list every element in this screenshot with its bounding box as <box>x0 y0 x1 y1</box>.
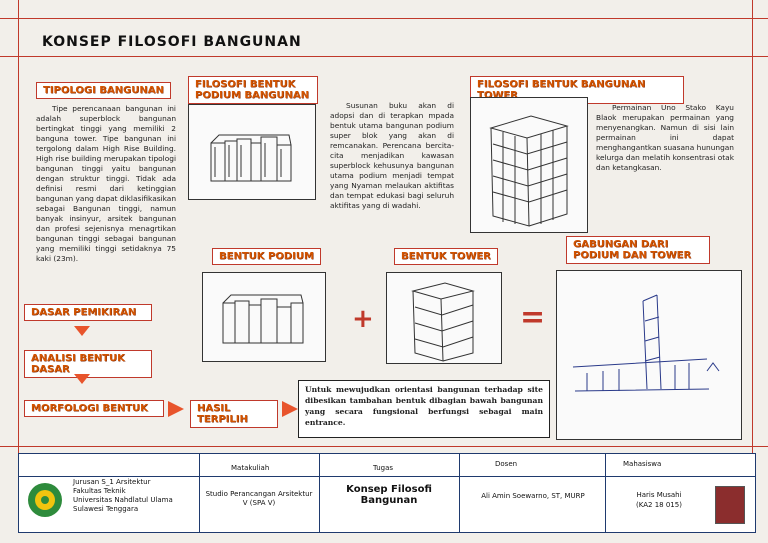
title-block: Jurusan S_1 Arsitektur Fakultas Teknik U… <box>18 453 756 533</box>
heading-dasar-pemikiran: DASAR PEMIKIRAN <box>24 304 152 321</box>
heading-bentuk-tower: BENTUK TOWER <box>394 248 498 265</box>
grid-line-left <box>18 0 19 460</box>
tower-form-photo <box>386 272 502 364</box>
footer-vline-1 <box>199 454 200 532</box>
matakuliah-value: Studio Perancangan Arsitektur V (SPA V) <box>205 490 313 507</box>
institution-line-3: Universitas Nahdlatul Ulama <box>73 496 173 504</box>
arrow-down-2-icon <box>74 374 90 384</box>
tower-sketch-photo <box>470 97 588 233</box>
institution-line-4: Sulawesi Tenggara <box>73 505 139 513</box>
tugas-value: Konsep Filosofi Bangunan <box>346 484 432 506</box>
heading-gabungan: GABUNGAN DARI PODIUM DAN TOWER <box>566 236 710 264</box>
tower-text: Permainan Uno Stako Kayu Blaok merupakan… <box>596 103 734 172</box>
tipologi-text: Tipe perencanaan bangunan ini adalah sup… <box>36 104 176 263</box>
mahasiswa-id: (KA2 18 015) <box>636 501 682 509</box>
heading-analisi: ANALISI BENTUK DASAR <box>24 350 152 378</box>
arrow-right-1-icon <box>168 401 184 417</box>
institution-block: Jurusan S_1 Arsitektur Fakultas Teknik U… <box>73 478 173 514</box>
grid-line-bottom <box>0 446 768 447</box>
heading-tipologi: TIPOLOGI BANGUNAN <box>36 82 171 99</box>
podium-sketch-photo <box>188 104 316 200</box>
footer-vline-4 <box>605 454 606 532</box>
plus-sign: + <box>352 304 374 334</box>
heading-bentuk-podium: BENTUK PODIUM <box>212 248 321 265</box>
podium-text: Susunan buku akan di adopsi dan di terap… <box>330 101 454 210</box>
arrow-right-2-icon <box>282 401 298 417</box>
student-photo <box>715 486 745 524</box>
dosen-value: Ali Amin Soewarno, ST, MURP <box>481 492 585 500</box>
grid-line-header <box>0 56 768 57</box>
footer-vline-3 <box>459 454 460 532</box>
institution-line-2: Fakultas Teknik <box>73 487 126 495</box>
tugas-label: Tugas <box>373 464 394 472</box>
books-sketch-icon <box>210 134 292 182</box>
footer-hline <box>19 476 755 477</box>
institution-line-1: Jurusan S_1 Arsitektur <box>73 478 151 486</box>
equals-sign: = <box>520 300 546 335</box>
mahasiswa-block: Haris Musahi (KA2 18 015) <box>619 490 699 510</box>
jenga-sketch-icon <box>489 115 569 227</box>
combined-sketch-photo <box>556 270 742 440</box>
podium-form-sketch-icon <box>222 294 304 344</box>
arrow-down-1-icon <box>74 326 90 336</box>
combined-building-sketch-icon <box>572 294 720 392</box>
university-logo-icon <box>28 483 62 517</box>
heading-filosofi-podium: FILOSOFI BENTUK PODIUM BANGUNAN <box>188 76 318 104</box>
podium-form-photo <box>202 272 326 362</box>
footer-vline-2 <box>319 454 320 532</box>
matakuliah-label: Matakuliah <box>231 464 270 472</box>
grid-line-right <box>752 0 753 460</box>
heading-hasil: HASIL TERPILIH <box>190 400 278 428</box>
heading-morfologi: MORFOLOGI BENTUK <box>24 400 164 417</box>
mahasiswa-label: Mahasiswa <box>623 460 662 468</box>
dosen-label: Dosen <box>495 460 518 468</box>
result-text: Untuk mewujudkan orientasi bangunan terh… <box>298 380 550 438</box>
tower-form-sketch-icon <box>411 282 475 362</box>
grid-line-top <box>0 18 768 19</box>
page-title: KONSEP FILOSOFI BANGUNAN <box>42 34 302 50</box>
mahasiswa-name: Haris Musahi <box>636 491 682 499</box>
